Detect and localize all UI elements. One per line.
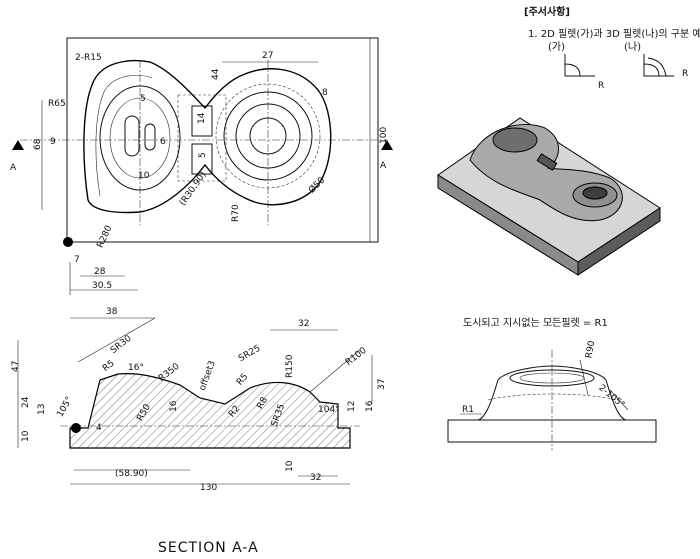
dim-7: 7 (74, 255, 80, 265)
dim-12: 12 (347, 401, 357, 412)
dim-r65: R65 (48, 99, 66, 109)
dim-37: 37 (377, 379, 387, 390)
dim-6: 6 (160, 137, 166, 147)
dim-10: 10 (21, 430, 31, 442)
isometric-view (437, 117, 661, 276)
dim-16deg: 16° (128, 363, 144, 373)
rib-rect-2 (191, 143, 213, 175)
fillet-3d-sketch (643, 54, 674, 77)
dim-32: 32 (298, 319, 309, 329)
iso-right-cup-inner (582, 186, 608, 200)
dim-14: 14 (197, 112, 207, 124)
fillet-2d-r: R (598, 81, 604, 91)
label-ga: (가) (548, 41, 565, 53)
dim-10: 10 (138, 171, 150, 181)
dim-44: 44 (211, 68, 221, 80)
dim-10b: 10 (285, 460, 295, 472)
section-title: SECTION A-A (158, 540, 259, 556)
dim-9: 9 (50, 137, 56, 147)
section-label-left: A (10, 163, 17, 173)
dim-105deg: 105° (55, 395, 75, 419)
notes-block: [주서사항] 1. 2D 필렛(가)과 3D 필렛(나)의 구분 예 (가) (… (463, 5, 700, 329)
dim-13: 13 (37, 404, 47, 415)
dim-38: 38 (106, 307, 118, 317)
datum-origin-section (71, 423, 81, 433)
detail-2-105: 2-105° (596, 383, 626, 410)
dim-r350: R350 (157, 362, 182, 384)
dim-100: 100 (379, 127, 389, 144)
dim-32b: 32 (310, 473, 321, 483)
fillet-3d-r: R (682, 69, 688, 79)
dim-r280: R280 (96, 224, 115, 250)
dim-5b: 5 (198, 152, 208, 158)
section-view (17, 317, 373, 485)
dim-30-5: 30.5 (92, 281, 112, 291)
detail-hidden-arc (487, 393, 617, 401)
detail-leader-r90 (579, 359, 589, 396)
section-arrow-left (12, 140, 24, 150)
top-view (12, 37, 393, 295)
dim-2r15: 2-R15 (75, 53, 102, 63)
dim-24: 24 (21, 396, 31, 408)
iso-plate-side-right (577, 207, 661, 276)
dim-58-90: (58.90) (115, 469, 148, 479)
dim-sr25: SR25 (237, 344, 262, 364)
rib-rect-1 (191, 105, 213, 137)
label-na: (나) (624, 41, 641, 53)
dim-27: 27 (262, 51, 273, 61)
boss-profile (83, 59, 332, 214)
dim-16: 16 (169, 400, 179, 412)
detail-r1: R1 (462, 405, 474, 415)
detail-r90: R90 (584, 340, 597, 359)
fillet-2d-sketch (564, 54, 595, 77)
leader-sr30 (77, 317, 156, 363)
fillet-note: 도시되고 지시없는 모든필렛 = R1 (463, 316, 608, 329)
left-slot-1 (124, 115, 140, 157)
dim-104deg: 104° (318, 405, 340, 415)
dim-47: 47 (11, 361, 21, 372)
rib-hidden-rect (177, 94, 227, 182)
datum-origin-top (63, 237, 73, 247)
iso-left-pocket (492, 127, 538, 153)
section-label-right: A (380, 161, 387, 171)
notes-header: [주서사항] (524, 5, 570, 18)
dim-16b: 16 (365, 400, 375, 412)
iso-rib (536, 153, 558, 171)
dim-offset3: offset3 (198, 359, 218, 392)
dim-r5: R5 (101, 359, 117, 374)
dim-r150: R150 (285, 354, 295, 378)
dim-28: 28 (94, 267, 106, 277)
left-slot-2 (144, 123, 156, 151)
boss-inner-line (95, 75, 153, 197)
dim-r5b: R5 (235, 372, 250, 388)
dim-8: 8 (322, 88, 328, 98)
leader-r100 (309, 349, 361, 393)
dim-r70: R70 (231, 204, 241, 222)
dim-130: 130 (200, 483, 217, 493)
notes-item-1: 1. 2D 필렛(가)과 3D 필렛(나)의 구분 예 (528, 28, 700, 40)
dim-68: 68 (33, 138, 43, 150)
section-profile (69, 373, 351, 449)
dim-r100: R100 (344, 346, 369, 368)
dim-5: 5 (140, 94, 146, 104)
dim-4: 4 (96, 423, 102, 433)
detail-leader-105 (609, 389, 629, 411)
section-arrow-right (381, 140, 393, 150)
detail-view: R90 2-105° R1 (447, 340, 657, 450)
